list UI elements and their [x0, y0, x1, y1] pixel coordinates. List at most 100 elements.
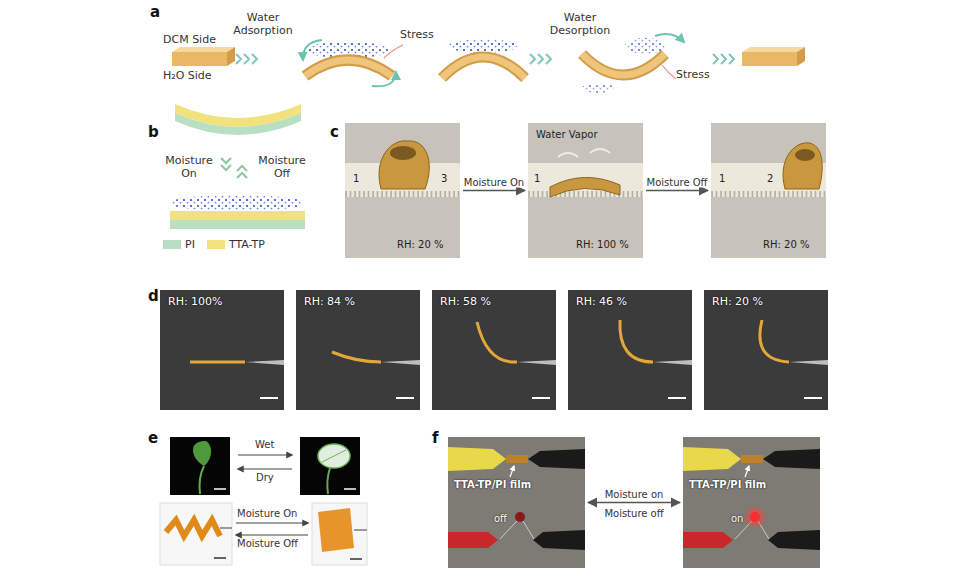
strip-photo: [760, 320, 789, 362]
humidity-label: RH: 84 %: [304, 296, 355, 309]
circuit-photo: [523, 521, 534, 539]
strip-photo: [220, 527, 232, 529]
circuit-photo: [528, 449, 585, 469]
strip-photo: [432, 290, 556, 410]
state-label: Moisture off: [604, 508, 663, 520]
leaf-photo: [322, 450, 346, 462]
side-label: H₂O Side: [163, 70, 212, 83]
bilayer-bending-schematic: [797, 47, 805, 66]
leaf-photo: [300, 437, 360, 495]
circuit-photo: [683, 437, 820, 568]
arrow-connector: [646, 190, 708, 192]
humidity-label: RH: 46 %: [576, 296, 627, 309]
panel-letter: a: [150, 4, 160, 21]
edge-label: Moisture Off: [646, 176, 709, 188]
strip-photo: [160, 503, 367, 565]
strip-photo: [517, 360, 556, 365]
photo-caption: TTA-TP/PI film: [454, 479, 531, 491]
circuit-photo: [768, 530, 820, 550]
photo-panel: 13RH: 20 %: [345, 123, 460, 258]
moisture-label: Moisture Off: [252, 155, 312, 180]
strip-photo: [260, 397, 278, 399]
photo-panel: RH: 58 %: [432, 290, 556, 410]
circuit-photo: [448, 437, 585, 568]
strip-photo: [396, 397, 414, 399]
legend-text: TTA-TP: [229, 238, 265, 251]
bilayer-bending-schematic: [742, 52, 797, 66]
leaf-photo: [327, 468, 330, 494]
strip-photo: [653, 360, 692, 365]
circuit-photo: [510, 466, 514, 477]
bilayer-schematic: [169, 195, 305, 211]
film-photo: [783, 143, 822, 189]
film-photo: [528, 123, 643, 258]
leaf-photo: [344, 488, 356, 490]
circuit-photo: [683, 447, 741, 471]
film-photo: [550, 177, 620, 197]
humidity-label: RH: 100%: [168, 296, 223, 309]
film-photo: [390, 146, 416, 160]
legend-swatch: [207, 240, 225, 249]
film-photo: [379, 141, 429, 189]
panel-letter: c: [330, 124, 339, 141]
strip-photo: [160, 290, 284, 410]
strip-photo: [704, 290, 828, 410]
process-label: Water Desorption: [543, 12, 617, 37]
leaf-photo: [193, 441, 211, 466]
photo-panel: RH: 84 %: [296, 290, 420, 410]
film-photo: [558, 149, 610, 157]
strip-photo: [214, 557, 226, 559]
bilayer-schematic: [170, 211, 305, 220]
circuit-photo: [750, 512, 760, 522]
strip-photo: [354, 529, 367, 531]
circuit-photo: [533, 530, 585, 550]
strip-photo: [568, 290, 692, 410]
film-photo: [528, 123, 643, 258]
arrow-connector: [588, 502, 680, 504]
circuit-photo: [763, 449, 820, 469]
photo-panel: TTA-TP/PI filmoff: [448, 437, 585, 568]
bilayer-bending-schematic: [582, 54, 665, 75]
strip-photo: [332, 352, 381, 362]
ruler-number: 1: [353, 173, 359, 185]
bilayer-bending-schematic: [442, 57, 525, 78]
strip-photo: [568, 290, 692, 410]
bilayer-bending-schematic: [305, 60, 392, 76]
bilayer-bending-schematic: [236, 54, 257, 64]
state-label: Dry: [256, 472, 274, 484]
circuit-photo: [506, 455, 528, 463]
strip-photo: [236, 534, 308, 535]
circuit-photo: [745, 507, 765, 527]
circuit-photo: [741, 455, 763, 463]
bilayer-bending-schematic: [662, 65, 676, 79]
leaf-photo: [238, 454, 292, 455]
strip-photo: [296, 290, 420, 410]
strip-photo: [190, 361, 245, 364]
leaf-photo: [318, 444, 350, 468]
bilayer-bending-schematic: [713, 54, 734, 64]
stress-label: Stress: [400, 29, 434, 42]
bilayer-bending-schematic: [530, 54, 551, 64]
humidity-label: RH: 20 %: [397, 239, 443, 251]
bilayer-bending-schematic: [582, 54, 665, 75]
leaf-photo: [214, 488, 226, 490]
circuit-photo: [448, 447, 506, 471]
humidity-label: RH: 100 %: [576, 239, 629, 251]
photo-panel: Water Vapor1RH: 100 %: [528, 123, 643, 258]
bilayer-bending-schematic: [372, 72, 396, 86]
film-photo: [528, 163, 643, 197]
edge-label: Moisture on: [604, 488, 665, 500]
moisture-label: Moisture On: [160, 155, 218, 180]
state-label: Moisture On: [237, 508, 297, 520]
strip-photo: [160, 503, 232, 565]
bilayer-schematic: [170, 220, 305, 229]
bilayer-bending-schematic: [655, 34, 684, 42]
bilayer-bending-schematic: [625, 38, 665, 54]
film-photo: [528, 163, 643, 197]
circuit-photo: [515, 512, 525, 522]
circuit-photo: [448, 437, 585, 568]
arrow-connector: [463, 190, 525, 192]
humidity-label: RH: 20 %: [763, 239, 809, 251]
leaf-photo: [170, 437, 230, 495]
